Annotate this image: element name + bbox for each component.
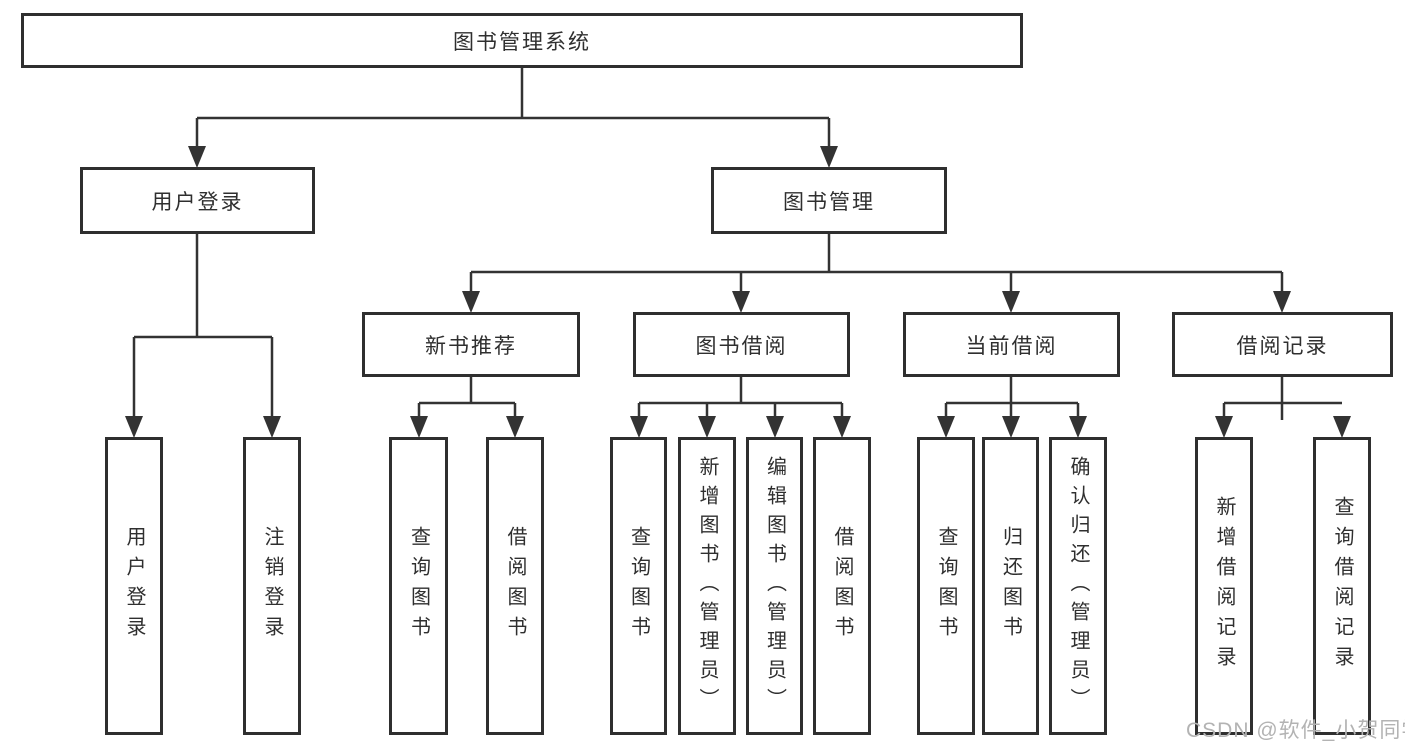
leaf-return-book: 归还图书: [982, 437, 1039, 735]
node-book-borrow: 图书借阅: [633, 312, 850, 377]
node-label: 图书管理系统: [453, 30, 591, 54]
leaf-borrow-book-2: 借阅图书: [813, 437, 871, 735]
leaf-label: 新增借阅记录: [1213, 496, 1235, 676]
node-borrow-record: 借阅记录: [1172, 312, 1393, 377]
leaf-label: 查询借阅记录: [1331, 496, 1353, 676]
arrowhead-icons: [125, 146, 1351, 438]
leaf-label: 归还图书: [999, 526, 1022, 646]
leaf-label: 注销登录: [261, 526, 283, 646]
node-user-login-group: 用户登录: [80, 167, 315, 234]
leaf-label: 查询图书: [627, 526, 650, 646]
node-new-book-recommend: 新书推荐: [362, 312, 580, 377]
leaf-borrow-book-1: 借阅图书: [486, 437, 544, 735]
leaf-label: 查询图书: [935, 526, 957, 646]
leaf-add-borrow-record: 新增借阅记录: [1195, 437, 1253, 735]
node-current-borrow: 当前借阅: [903, 312, 1120, 377]
leaf-query-book-1: 查询图书: [389, 437, 448, 735]
node-label: 新书推荐: [425, 334, 517, 358]
leaf-label: 新增图书（管理员）: [696, 455, 718, 717]
leaf-edit-book-admin: 编辑图书（管理员）: [746, 437, 803, 735]
node-book-management: 图书管理: [711, 167, 947, 234]
node-root-system: 图书管理系统: [21, 13, 1023, 68]
leaf-label: 用户登录: [123, 526, 145, 646]
leaf-add-book-admin: 新增图书（管理员）: [678, 437, 736, 735]
node-label: 图书管理: [783, 190, 875, 214]
node-label: 图书借阅: [695, 334, 788, 358]
node-label: 借阅记录: [1236, 334, 1329, 358]
leaf-query-book-2: 查询图书: [610, 437, 667, 735]
csdn-watermark: CSDN @软件_小贺同学: [1186, 719, 1405, 742]
leaf-label: 编辑图书（管理员）: [763, 455, 786, 717]
leaf-logout: 注销登录: [243, 437, 301, 735]
leaf-label: 借阅图书: [504, 526, 526, 646]
leaf-query-borrow-record: 查询借阅记录: [1313, 437, 1371, 735]
leaf-confirm-return-admin: 确认归还（管理员）: [1049, 437, 1107, 735]
node-label: 当前借阅: [965, 334, 1058, 358]
leaf-label: 确认归还（管理员）: [1067, 455, 1089, 717]
leaf-query-book-3: 查询图书: [917, 437, 975, 735]
leaf-label: 查询图书: [407, 526, 430, 646]
leaf-user-login: 用户登录: [105, 437, 163, 735]
node-label: 用户登录: [151, 190, 244, 214]
leaf-label: 借阅图书: [831, 526, 853, 646]
